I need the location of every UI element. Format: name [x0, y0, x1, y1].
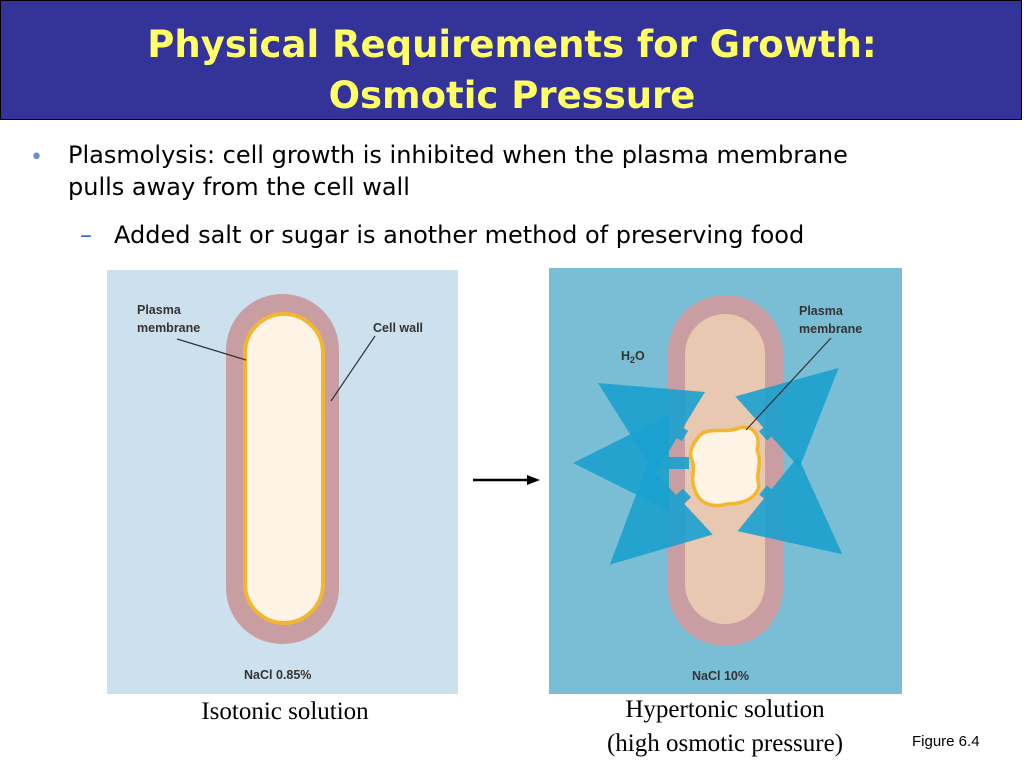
hypertonic-caption-line-1: Hypertonic solution [625, 696, 825, 723]
bullet-1-text-line-1: Plasmolysis: cell growth is inhibited wh… [68, 141, 848, 169]
plasma-label-line-2: membrane [137, 321, 200, 335]
plasma-membrane-pointer [745, 337, 832, 431]
cell-wall-label: Cell wall [373, 321, 423, 335]
figure-reference: Figure 6.4 [912, 733, 980, 750]
water-outflow-arrows [573, 367, 843, 565]
nacl-label: NaCl 10% [692, 669, 749, 683]
shrunken-plasma-membrane [688, 425, 762, 508]
plasma-membrane-pointer [176, 338, 247, 361]
water-label: H2O [621, 349, 645, 365]
water-arrow-icon [735, 367, 839, 468]
hypertonic-caption-line-2: (high osmotic pressure) [606, 730, 844, 757]
plasma-membrane [243, 312, 325, 625]
water-arrow-icon [609, 464, 713, 565]
hypertonic-cell-illustration: Plasma membrane H2O NaCl 10% [549, 268, 902, 694]
transition-arrow-icon [473, 475, 540, 485]
sub-bullet-dash-icon: – [80, 221, 92, 249]
bullet-1-text-line-2: pulls away from the cell wall [68, 173, 410, 201]
plasma-label-line-1: Plasma [799, 304, 844, 318]
title-bar: Physical Requirements for Growth: Osmoti… [0, 0, 1022, 120]
sub-bullet-text: Added salt or sugar is another method of… [114, 221, 805, 249]
plasma-label-line-1: Plasma [137, 303, 182, 317]
nacl-label: NaCl 0.85% [244, 668, 311, 682]
isotonic-cell-illustration: Plasma membrane Cell wall NaCl 0.85% [107, 270, 458, 694]
bullet-icon: • [30, 145, 43, 170]
slide-title-line-2: Osmotic Pressure [328, 74, 696, 117]
isotonic-caption: Isotonic solution [201, 698, 369, 725]
slide-title-line-1: Physical Requirements for Growth: [147, 23, 877, 66]
plasma-label-line-2: membrane [799, 322, 862, 336]
water-arrow-icon [737, 456, 843, 555]
cell-wall-pointer [330, 335, 376, 402]
